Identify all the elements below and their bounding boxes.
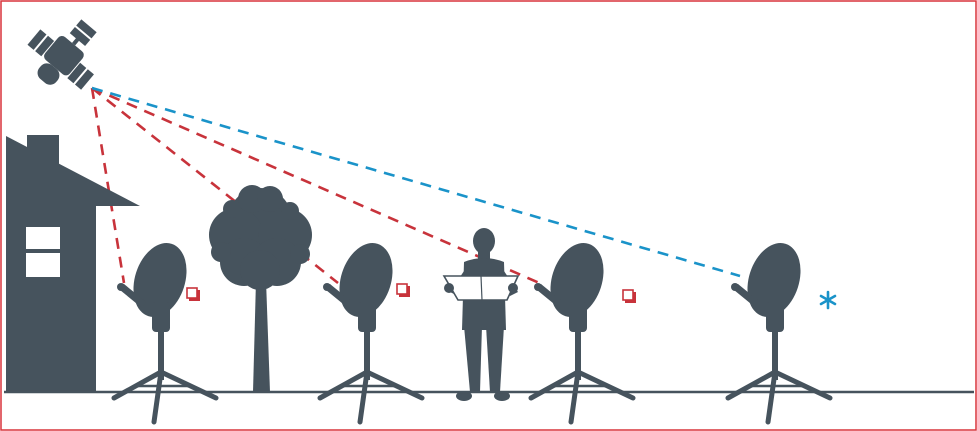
- house-window-top: [26, 227, 60, 249]
- house-window-bottom: [26, 253, 60, 277]
